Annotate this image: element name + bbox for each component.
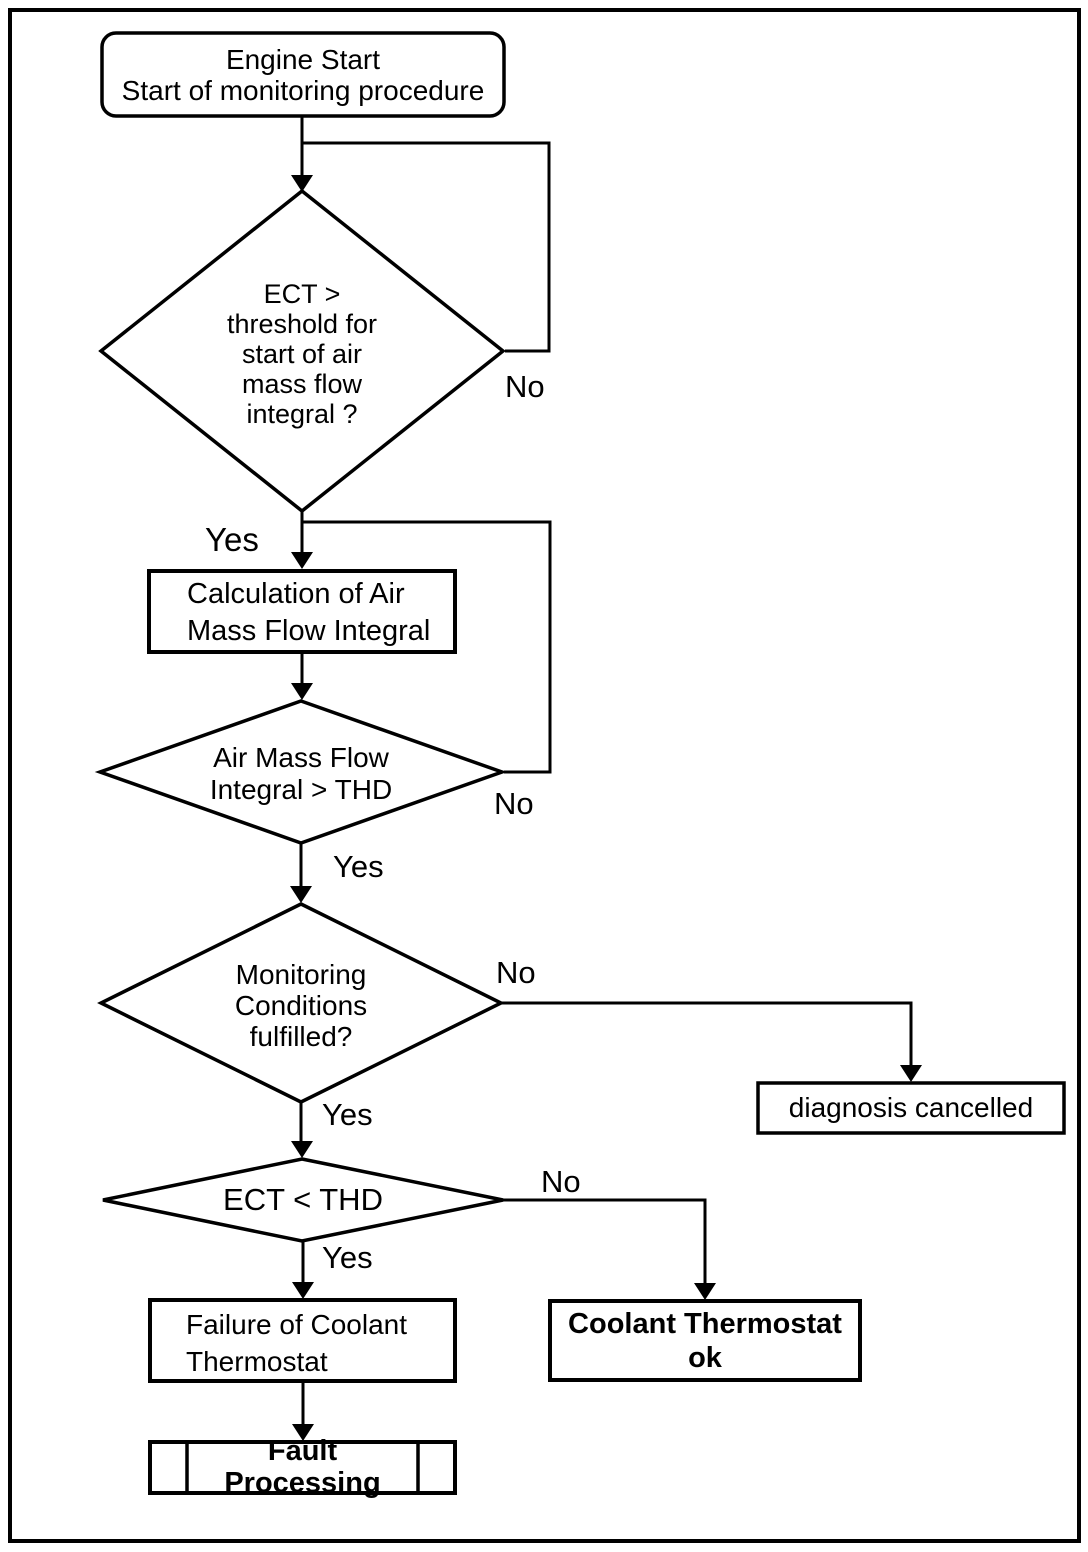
terminator-start-shape (100, 31, 506, 118)
process-thermostat-ok-label: Coolant Thermostat ok (568, 1307, 842, 1374)
page-border (8, 8, 1081, 1543)
decision-monitoring-conditions-label: Monitoring Conditions fulfilled? (234, 959, 368, 1052)
arrowhead-d2 (291, 683, 313, 700)
edge-label-d3-yes: Yes (322, 1097, 373, 1132)
process-diagnosis-cancelled-label: diagnosis cancelled (788, 1091, 1034, 1123)
arrowhead-ok (694, 1283, 716, 1300)
decision-ect-threshold-label: ECT > threshold for start of air mass fl… (226, 279, 378, 429)
arrowhead-d4 (291, 1141, 313, 1158)
edge-d1-no-loop (302, 141, 551, 353)
decision-ect-thd-label: ECT < THD (223, 1181, 383, 1217)
process-calc-air-mass-shape (147, 569, 457, 654)
decision-ect-thd-shape (102, 1157, 504, 1243)
arrowhead-d1 (291, 175, 313, 192)
process-diagnosis-cancelled-shape (756, 1081, 1066, 1135)
edge-label-d4-yes: Yes (322, 1240, 373, 1275)
terminator-start-label: Engine Start Start of monitoring procedu… (121, 43, 485, 106)
predefined-fault-processing-label: Fault Processing (224, 1434, 381, 1499)
edge-label-d2-yes: Yes (333, 849, 384, 884)
arrowhead-cancelled (900, 1065, 922, 1082)
arrowhead-fault (292, 1424, 314, 1441)
connector-lines (299, 116, 913, 1425)
process-failure-thermostat-label: Failure of Coolant Thermostat (186, 1309, 408, 1377)
edge-d4-no (503, 1198, 707, 1284)
process-failure-thermostat-shape (148, 1298, 457, 1383)
edge-label-d3-no: No (496, 955, 536, 990)
edge-d2-no-loop (302, 520, 552, 774)
edge-label-d4-no: No (541, 1164, 581, 1199)
arrowhead-failure (292, 1282, 314, 1299)
decision-ect-threshold-shape (98, 188, 506, 514)
predefined-fault-processing-shape (148, 1440, 457, 1495)
arrowheads (290, 175, 922, 1441)
decision-monitoring-conditions-shape (97, 902, 505, 1104)
decision-air-mass-integral-label: Air Mass Flow Integral > THD (209, 742, 393, 805)
arrowhead-calc (291, 552, 313, 569)
edge-label-d1-no: No (505, 369, 545, 404)
decision-air-mass-integral-shape (94, 699, 508, 845)
process-calc-air-mass-label: Calculation of Air Mass Flow Integral (187, 578, 431, 647)
edge-d3-no (501, 1001, 913, 1066)
edge-label-d1-yes: Yes (205, 521, 259, 558)
process-thermostat-ok-shape (548, 1299, 862, 1382)
edge-label-d2-no: No (494, 786, 534, 821)
arrowhead-d3 (290, 886, 312, 903)
